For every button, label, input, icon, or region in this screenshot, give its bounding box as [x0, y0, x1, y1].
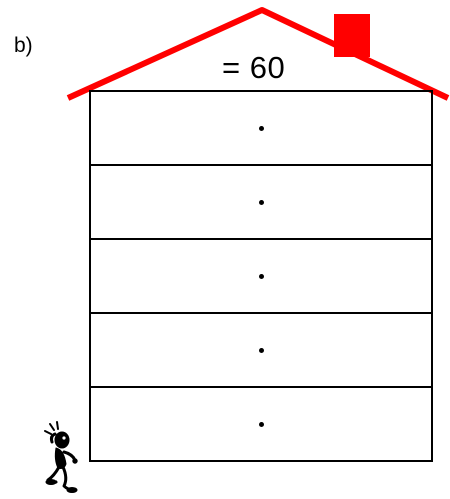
floor-dot — [259, 126, 264, 131]
thinking-person-icon — [44, 421, 78, 493]
floor-3 — [91, 238, 431, 312]
floor-2 — [91, 164, 431, 238]
roof-line — [66, 7, 450, 101]
roof — [66, 7, 450, 101]
part-label: b) — [14, 34, 33, 57]
floor-5 — [91, 386, 431, 460]
floor-4 — [91, 312, 431, 386]
roof-total: = 60 — [222, 50, 286, 85]
floor-dot — [259, 348, 264, 353]
house-floors — [89, 90, 433, 462]
floor-dot — [259, 422, 264, 427]
floor-1 — [91, 92, 431, 164]
floor-dot — [259, 274, 264, 279]
floor-dot — [259, 200, 264, 205]
